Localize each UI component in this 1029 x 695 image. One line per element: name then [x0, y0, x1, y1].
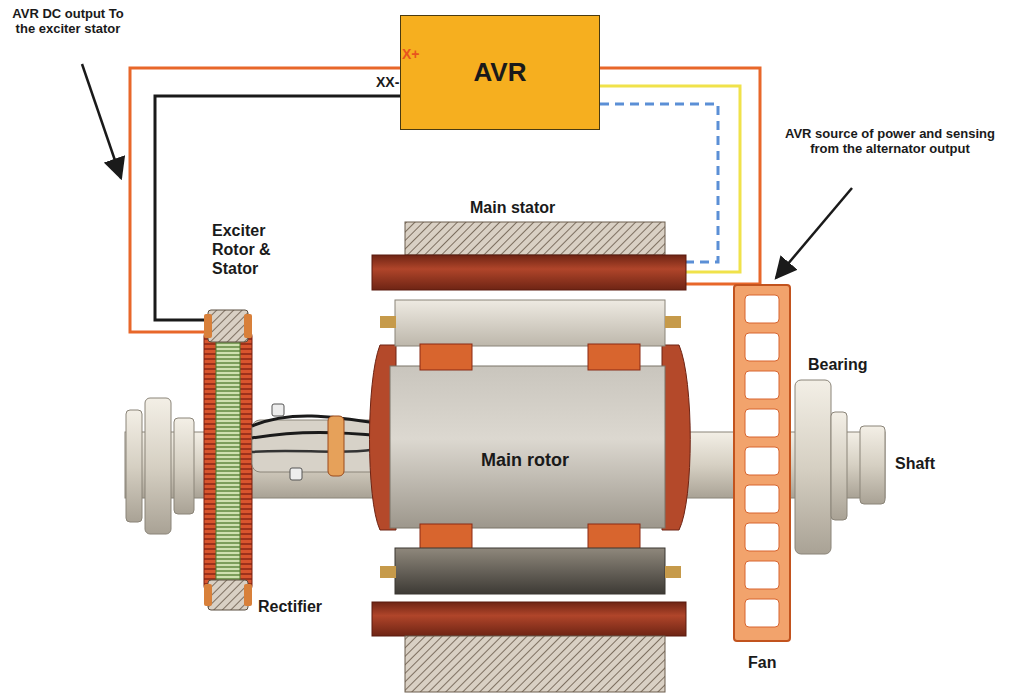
fan	[734, 285, 790, 641]
right-bearing	[831, 412, 847, 520]
part-label: XX-	[376, 74, 416, 91]
fan	[745, 447, 779, 475]
part-label: Exciter Rotor & Stator	[212, 222, 294, 279]
part-label: Rectifier	[258, 598, 358, 617]
main-stator	[405, 636, 665, 692]
part-label: AVR DC output To the exciter stator	[6, 6, 130, 37]
main-rotor	[665, 316, 681, 328]
part-label: Shaft	[895, 455, 975, 474]
main-rotor	[588, 344, 640, 370]
fan	[745, 523, 779, 551]
left-bearing	[126, 398, 194, 534]
fan	[745, 409, 779, 437]
rectifier-assembly	[328, 416, 344, 476]
main-rotor	[390, 366, 665, 528]
rectifier-assembly	[252, 448, 384, 452]
main-stator	[405, 222, 665, 255]
fan	[745, 561, 779, 589]
fan	[734, 285, 790, 641]
fan	[745, 371, 779, 399]
exciter	[216, 334, 240, 588]
main-rotor	[420, 344, 472, 370]
exciter	[204, 584, 212, 606]
node-label: AVR	[474, 57, 527, 88]
fan	[745, 333, 779, 361]
exciter	[204, 314, 212, 338]
right-bearing	[795, 380, 847, 554]
fan	[745, 599, 779, 627]
main-stator	[372, 602, 686, 636]
exciter	[208, 310, 248, 342]
main-rotor	[420, 524, 472, 550]
exciter	[244, 314, 252, 338]
fan	[745, 485, 779, 513]
part-label: Fan	[748, 654, 808, 673]
shaft	[860, 426, 885, 504]
part-label: X+	[402, 46, 442, 63]
left-bearing	[174, 418, 194, 514]
leader-arrow	[776, 188, 852, 278]
black-wire-left	[155, 96, 400, 320]
left-bearing	[145, 398, 171, 534]
exciter	[244, 584, 252, 606]
main-stator	[372, 222, 686, 692]
main-rotor	[395, 300, 665, 346]
part-label: AVR source of power and sensing from the…	[772, 126, 1008, 157]
rectifier-assembly	[252, 433, 384, 439]
exciter	[204, 330, 252, 592]
left-bearing	[126, 410, 142, 522]
rectifier-assembly	[252, 404, 384, 480]
main-rotor	[370, 300, 691, 594]
exciter	[208, 580, 248, 610]
part-label: Main stator	[470, 199, 600, 218]
rectifier-assembly	[290, 468, 302, 480]
main-rotor	[588, 524, 640, 550]
rectifier-assembly	[252, 416, 384, 426]
main-rotor	[380, 566, 396, 578]
orange-wire-left	[130, 68, 400, 332]
main-rotor	[380, 316, 396, 328]
avr-box: AVR	[400, 15, 600, 130]
main-rotor	[662, 345, 690, 530]
main-stator	[372, 255, 686, 290]
rectifier-assembly	[252, 420, 382, 472]
main-rotor	[665, 566, 681, 578]
fan	[745, 295, 779, 323]
leader-arrow	[82, 64, 121, 178]
main-rotor	[395, 548, 665, 594]
part-label: Main rotor	[440, 450, 610, 471]
exciter	[204, 310, 252, 610]
part-label: Bearing	[808, 356, 898, 375]
rectifier-assembly	[272, 404, 284, 416]
right-bearing	[795, 380, 831, 554]
